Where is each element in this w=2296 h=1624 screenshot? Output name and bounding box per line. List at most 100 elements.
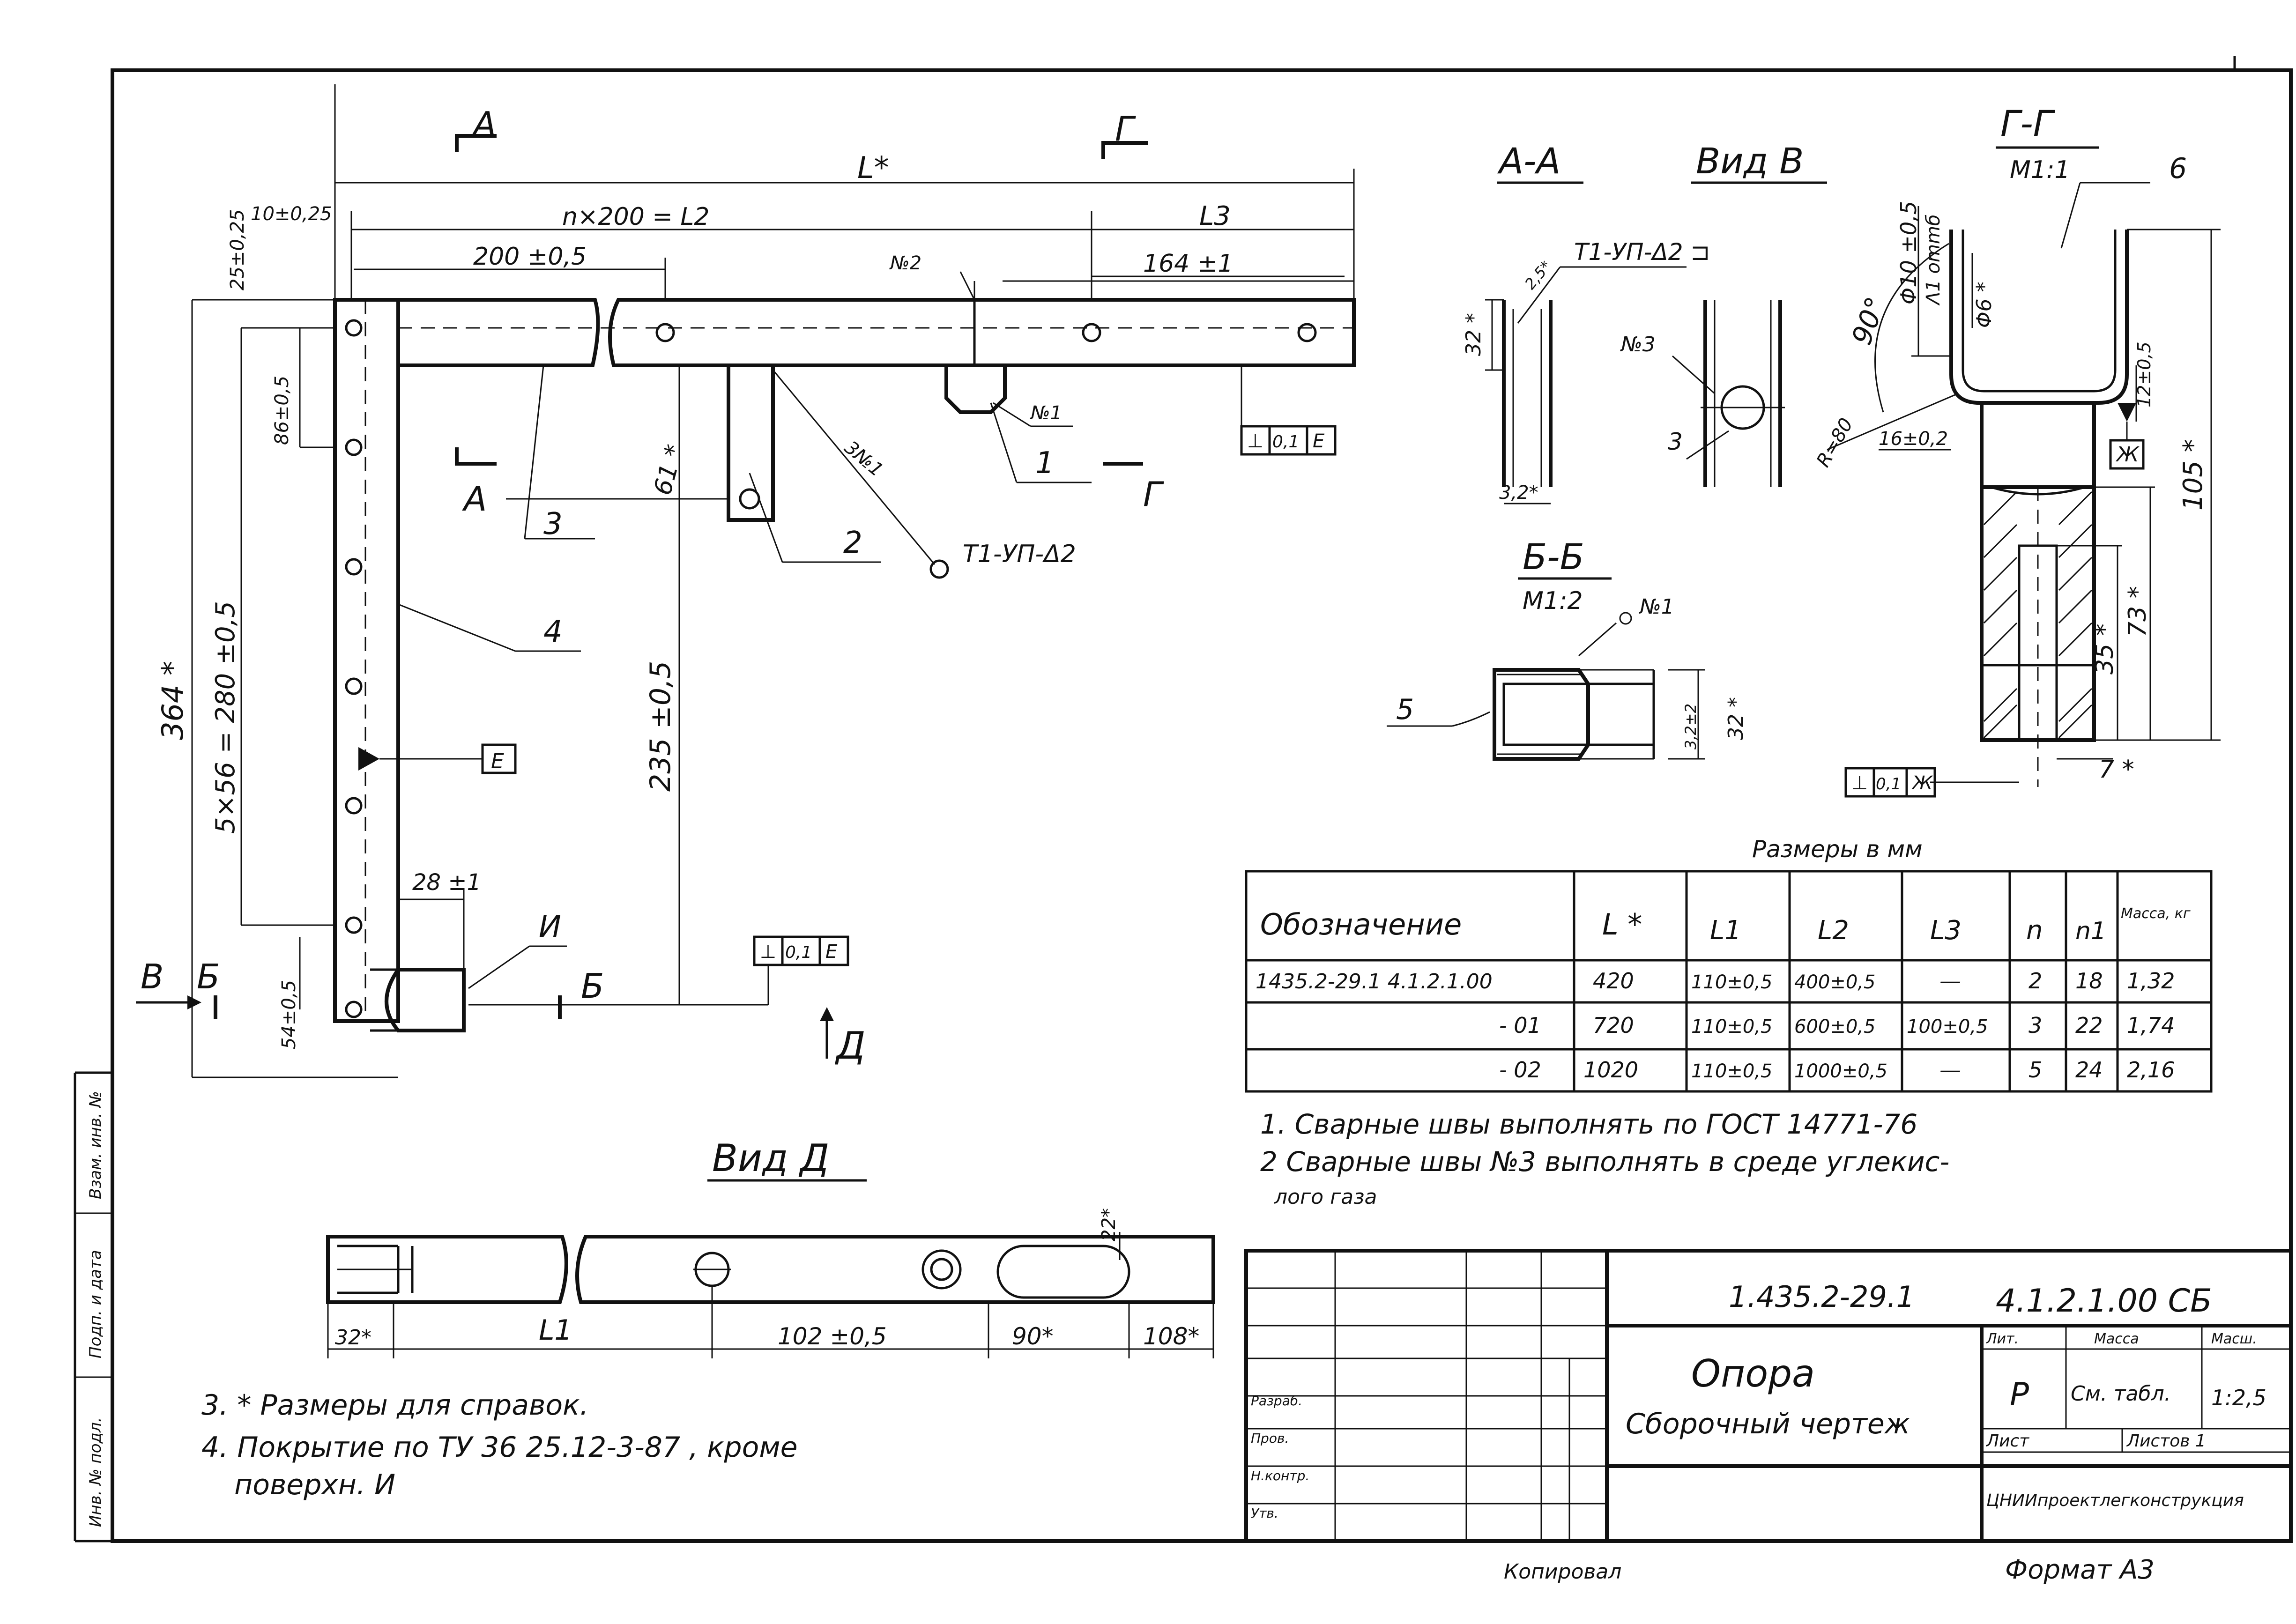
dim-25: 25±0,25: [227, 209, 248, 290]
side-stamp-3: Взам. инв. №: [86, 1091, 105, 1199]
section-bb-pos: 5: [1396, 693, 1414, 726]
vertical-channel: [333, 298, 400, 1023]
horizontal-channel-left: [396, 298, 600, 367]
section-gg: Г-Г М1:1 6: [1813, 103, 2221, 798]
table-header-n1: n1: [2075, 917, 2106, 945]
section-gg-dim-phi10: Φ10 ±0,5: [1896, 201, 1921, 304]
section-mark-a-bottom: А: [462, 479, 487, 519]
spec-table: Размеры в мм Обозначение L * L1 L2 L3 n …: [1245, 836, 2213, 1093]
pos-4: 4: [543, 615, 563, 649]
dim-5x56: 5×56 = 280 ±0,5: [210, 601, 241, 834]
section-aa-title: А-А: [1497, 140, 1560, 182]
dim-28: 28 ±1: [412, 869, 481, 896]
view-v: Вид В №3 3: [1620, 140, 1827, 487]
tb-subtitle: Сборочный чертеж: [1626, 1408, 1910, 1440]
tb-sheet: Лист: [1985, 1431, 2029, 1451]
table-cell: 1000±0,5: [1794, 1060, 1887, 1082]
svg-text:⊥: ⊥: [760, 941, 776, 963]
section-bb-weld-mark: №1: [1638, 595, 1674, 619]
section-aa-weld-code: Т1-УП-Δ2 ⊐: [1574, 238, 1710, 266]
tb-format: Формат А3: [2005, 1555, 2155, 1585]
view-d-title: Вид Д: [712, 1136, 829, 1180]
tb-mass-header: Масса: [2094, 1331, 2139, 1347]
side-stamp-1: Инв. № подл.: [86, 1417, 105, 1527]
table-cell: 1020: [1583, 1057, 1638, 1083]
dim-200: 200 ±0,5: [473, 243, 587, 271]
section-gg-dim-90: 90°: [1845, 293, 1892, 349]
sheet-frame: [111, 68, 2293, 1543]
note-2-cont: лого газа: [1274, 1185, 1377, 1209]
section-mark-b-left: Б: [197, 957, 220, 996]
side-stamp-2: Подп. и дата: [86, 1250, 105, 1358]
section-bb-title: Б-Б: [1523, 536, 1584, 578]
main-view: Е: [136, 84, 1356, 1078]
tb-code: 4.1.2.1.00 СБ: [1996, 1283, 2212, 1320]
dim-86: 86±0,5: [271, 376, 293, 445]
table-cell: - 02: [1499, 1057, 1541, 1083]
view-d-dim-32: 32*: [335, 1326, 372, 1350]
tb-row-4: Утв.: [1251, 1505, 1278, 1521]
section-aa-dim-32: 32 *: [1462, 313, 1486, 356]
note-1: 1. Сварные швы выполнять по ГОСТ 14771-7…: [1260, 1108, 1917, 1140]
title-block: Разраб. Пров. Н.контр. Утв. 1.435.2-29.1…: [1244, 1249, 2293, 1585]
section-gg-scale: М1:1: [2010, 156, 2070, 184]
table-cell: 1435.2-29.1 4.1.2.1.00: [1256, 970, 1493, 994]
section-mark-d: Д: [835, 1024, 866, 1068]
tb-doc-number: 1.435.2-29.1: [1729, 1280, 1915, 1314]
section-mark-v: В: [141, 957, 163, 996]
table-cell: 18: [2075, 968, 2103, 994]
vertical-holes: [345, 319, 363, 1018]
tb-lit: Р: [2010, 1376, 2029, 1413]
dim-61: 61 *: [649, 442, 689, 498]
tolerance-frame-2: ⊥ 0,1 Е: [753, 935, 849, 966]
section-gg-hatching: [1983, 491, 2093, 739]
section-gg-dim-35: 35 *: [2091, 623, 2119, 675]
table-cell: 24: [2075, 1057, 2103, 1083]
svg-text:Е: Е: [825, 941, 838, 963]
nut-pos-1: [944, 363, 1007, 414]
view-d-dim-102: 102 ±0,5: [778, 1323, 887, 1350]
dim-235: 235 ±0,5: [644, 661, 677, 792]
section-bb-dim-32: 32 *: [1724, 697, 1748, 740]
pos-1: 1: [1035, 446, 1055, 481]
table-cell: 720: [1593, 1013, 1634, 1038]
section-mark-a-top: А: [471, 104, 496, 144]
tb-footer-copy: Копировал: [1504, 1560, 1621, 1584]
section-aa-dim-32b: 3,2*: [1499, 482, 1538, 504]
view-v-title: Вид В: [1696, 140, 1804, 182]
pos-3: 3: [543, 507, 563, 541]
table-header-designation: Обозначение: [1260, 907, 1462, 942]
view-d-dim-90: 90*: [1012, 1323, 1054, 1350]
section-gg-dim-12: 12±0,5: [2134, 341, 2155, 408]
tb-row-1: Разраб.: [1251, 1393, 1302, 1409]
dim-nx200: n×200 = L2: [562, 203, 709, 231]
section-bb-scale: М1:2: [1523, 587, 1583, 615]
section-aa-dim-25: 2,5*: [1521, 257, 1555, 293]
tolerance-frame-1: ⊥ 0,1 Е: [1240, 425, 1337, 456]
section-bb-dim-32b: 3,2±2: [1682, 704, 1700, 749]
dim-364: 364 *: [156, 661, 190, 740]
section-gg-tolerance-frame: ⊥ 0,1 Ж: [1844, 767, 1936, 798]
table-header-L3: L3: [1930, 915, 1962, 946]
dim-L3: L3: [1199, 201, 1231, 231]
tb-scale-header: Масш.: [2211, 1331, 2257, 1347]
sizes-caption: Размеры в мм: [1752, 836, 1923, 863]
side-stamp: Инв. № подл. Подп. и дата Взам. инв. №: [74, 1071, 112, 1542]
table-cell: 3: [2029, 1013, 2042, 1038]
view-d-dim-L1: L1: [539, 1314, 572, 1347]
datum-box-e: [481, 743, 517, 774]
table-cell: - 01: [1499, 1013, 1541, 1038]
table-cell: 1,32: [2127, 968, 2175, 994]
section-gg-dim-phi6: Φ6 *: [1972, 282, 1996, 328]
table-cell: 110±0,5: [1691, 1016, 1772, 1038]
datum-triangle-e: [358, 747, 379, 771]
view-d-dim-108: 108*: [1143, 1323, 1199, 1350]
section-gg-title: Г-Г: [2000, 103, 2056, 144]
section-gg-dim-16: 16±0,2: [1879, 428, 1948, 450]
tb-org: ЦНИИпроектлегконструкция: [1986, 1491, 2244, 1510]
table-cell: 22: [2075, 1013, 2103, 1038]
section-gg-datum: Ж: [2115, 443, 2140, 467]
section-mark-g-top: Г: [1115, 109, 1136, 148]
table-cell: 100±0,5: [1907, 1016, 1988, 1038]
dim-164: 164 ±1: [1143, 250, 1233, 278]
